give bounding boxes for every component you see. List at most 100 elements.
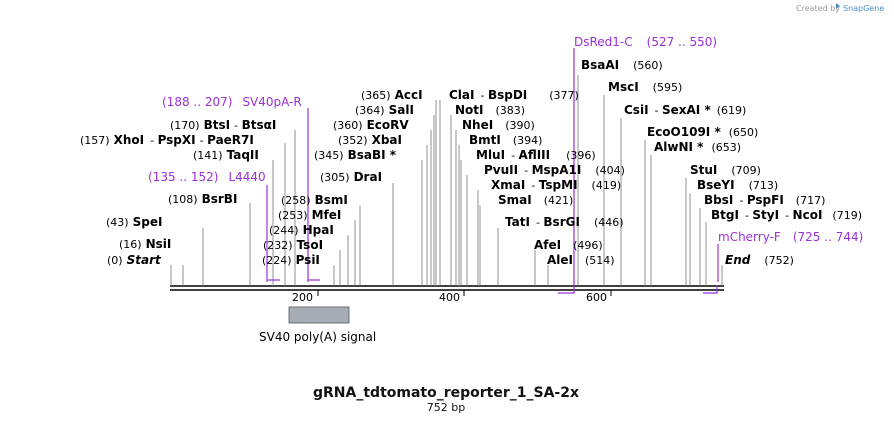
svg-text:(0)Start: (0) Start <box>107 253 162 267</box>
enzyme-ecoo109i: EcoO109I * <box>647 125 721 139</box>
sequence-length: 752 bp <box>427 401 465 414</box>
enzyme-xbai: XbaI <box>372 133 402 147</box>
enzyme-btsi: BtsI <box>204 118 231 132</box>
enzyme-labels-right: ClaI- BspDI(377) NotI(383) NheI(390) Bmt… <box>449 58 862 267</box>
enzyme-mlui: MluI <box>476 148 505 162</box>
enzyme-clai: ClaI <box>449 88 474 102</box>
svg-text:(352)XbaI: (352)XbaI <box>338 133 402 147</box>
svg-text:BsaAI(560): BsaAI(560) <box>581 58 663 72</box>
enzyme-bsabi: BsaBI * <box>348 148 397 162</box>
svg-text:MscI(595): MscI(595) <box>608 80 682 94</box>
snapgene-logo-icon <box>836 3 840 9</box>
primer-l4440: L4440 <box>228 170 265 184</box>
svg-text:(188 .. 207)SV40pA-R: (188 .. 207)SV40pA-R <box>162 95 302 109</box>
svg-text:(141)TaqII: (141)TaqII <box>193 148 259 162</box>
credit-text: Created by <box>796 4 840 13</box>
primer-sv40pa-r: SV40pA-R <box>242 95 301 109</box>
backbone <box>170 285 724 291</box>
svg-text:(364)SalI: (364)SalI <box>355 103 414 117</box>
svg-text:(108)BsrBI: (108)BsrBI <box>168 192 237 206</box>
enzyme-spei: SpeI <box>133 215 163 229</box>
enzyme-ecorv: EcoRV <box>367 118 410 132</box>
svg-text:(360)EcoRV: (360)EcoRV <box>333 118 409 132</box>
svg-text:PvuII- MspA1I(404): PvuII- MspA1I(404) <box>484 163 625 177</box>
svg-text:(258)BsmI: (258)BsmI <box>281 193 348 207</box>
enzyme-csii: CsiI <box>624 103 649 117</box>
enzyme-start: Start <box>127 253 162 267</box>
enzyme-hpai: HpaI <box>303 223 334 237</box>
svg-text:(224)PsiI: (224)PsiI <box>262 253 320 267</box>
enzyme-noti: NotI <box>455 103 484 117</box>
enzyme-psii: PsiI <box>296 253 320 267</box>
svg-text:AleI(514): AleI(514) <box>547 253 615 267</box>
tick-label: 400 <box>439 291 460 304</box>
enzyme-pos: (0) <box>107 254 123 267</box>
svg-text:AlwNI *(653): AlwNI *(653) <box>654 140 741 154</box>
svg-text:(253)MfeI: (253)MfeI <box>278 208 341 222</box>
svg-text:AfeI(496): AfeI(496) <box>534 238 603 252</box>
enzyme-drai: DraI <box>354 170 382 184</box>
svg-text:(157)XhoI- PspXI- PaeR7I: (157)XhoI- PspXI- PaeR7I <box>80 133 254 147</box>
svg-text:(345)BsaBI *: (345)BsaBI * <box>314 148 397 162</box>
enzyme-sali: SalI <box>389 103 414 117</box>
tick-label: 200 <box>292 291 313 304</box>
svg-text:(16)NsiI: (16)NsiI <box>119 237 171 251</box>
svg-text:NheI(390): NheI(390) <box>462 118 535 132</box>
svg-text:(244)HpaI: (244)HpaI <box>269 223 334 237</box>
svg-text:(232)TsoI: (232)TsoI <box>263 238 323 252</box>
primer-dsred1-c: DsRed1-C <box>574 35 633 49</box>
enzyme-stui: StuI <box>690 163 717 177</box>
svg-text:StuI(709): StuI(709) <box>690 163 761 177</box>
primer-labels: DsRed1-C(527 .. 550) (188 .. 207)SV40pA-… <box>148 35 863 244</box>
enzyme-smai: SmaI <box>498 193 532 207</box>
svg-text:(43)SpeI: (43)SpeI <box>106 215 162 229</box>
enzyme-xhoi: XhoI <box>114 133 145 147</box>
svg-text:ClaI- BspDI(377): ClaI- BspDI(377) <box>449 88 579 102</box>
enzyme-alwni: AlwNI * <box>654 140 704 154</box>
svg-text:EcoO109I *(650): EcoO109I *(650) <box>647 125 758 139</box>
svg-text:BtgI- StyI- NcoI(719): BtgI- StyI- NcoI(719) <box>711 208 862 222</box>
site-lines <box>170 75 723 286</box>
enzyme-bsrbi: BsrBI <box>202 192 238 206</box>
enzyme-msci: MscI <box>608 80 639 94</box>
primer-mcherry-f: mCherry-F <box>718 230 781 244</box>
svg-text:BseYI(713): BseYI(713) <box>697 178 778 192</box>
svg-text:(170)BtsI- BtsαI: (170)BtsI- BtsαI <box>170 118 276 132</box>
svg-text:MluI- AflIII(396): MluI- AflIII(396) <box>476 148 596 162</box>
svg-text:(135 .. 152)L4440: (135 .. 152)L4440 <box>148 170 266 184</box>
svg-text:mCherry-F(725 .. 744): mCherry-F(725 .. 744) <box>718 230 863 244</box>
feature-label: SV40 poly(A) signal <box>259 330 376 344</box>
enzyme-afei: AfeI <box>534 238 561 252</box>
enzyme-bseyi: BseYI <box>697 178 735 192</box>
svg-text:XmaI- TspMI(419): XmaI- TspMI(419) <box>491 178 621 192</box>
enzyme-tsoi: TsoI <box>297 238 323 252</box>
tick-label: 600 <box>586 291 607 304</box>
svg-text:End(752): End(752) <box>725 253 794 267</box>
svg-text:BbsI- PspFI(717): BbsI- PspFI(717) <box>704 193 825 207</box>
enzyme-nsii: NsiI <box>146 237 172 251</box>
enzyme-bmti: BmtI <box>469 133 501 147</box>
enzyme-end: End <box>725 253 751 267</box>
svg-text:BmtI(394): BmtI(394) <box>469 133 542 147</box>
sv40-polya-feature <box>288 306 350 324</box>
axis-ticks: 200 400 600 <box>292 290 612 304</box>
enzyme-acci: AccI <box>395 88 423 102</box>
enzyme-xmai: XmaI <box>491 178 525 192</box>
sequence-title: gRNA_tdtomato_reporter_1_SA-2x <box>313 385 579 401</box>
enzyme-nhei: NheI <box>462 118 493 132</box>
enzyme-bsaai: BsaAI <box>581 58 619 72</box>
enzyme-mfei: MfeI <box>312 208 342 222</box>
svg-text:TatI- BsrGI(446): TatI- BsrGI(446) <box>505 215 624 229</box>
enzyme-bsmi: BsmI <box>315 193 348 207</box>
svg-text:DsRed1-C(527 .. 550): DsRed1-C(527 .. 550) <box>574 35 717 49</box>
enzyme-taqii: TaqII <box>227 148 259 162</box>
enzyme-pvuii: PvuII <box>484 163 518 177</box>
svg-text:(365)AccI: (365)AccI <box>361 88 423 102</box>
primer-lines <box>266 48 719 294</box>
enzyme-btgi: BtgI <box>711 208 739 222</box>
enzyme-bbsi: BbsI <box>704 193 733 207</box>
svg-text:NotI(383): NotI(383) <box>455 103 525 117</box>
credit-brand: SnapGene <box>843 4 884 13</box>
svg-text:(305)DraI: (305)DraI <box>320 170 382 184</box>
